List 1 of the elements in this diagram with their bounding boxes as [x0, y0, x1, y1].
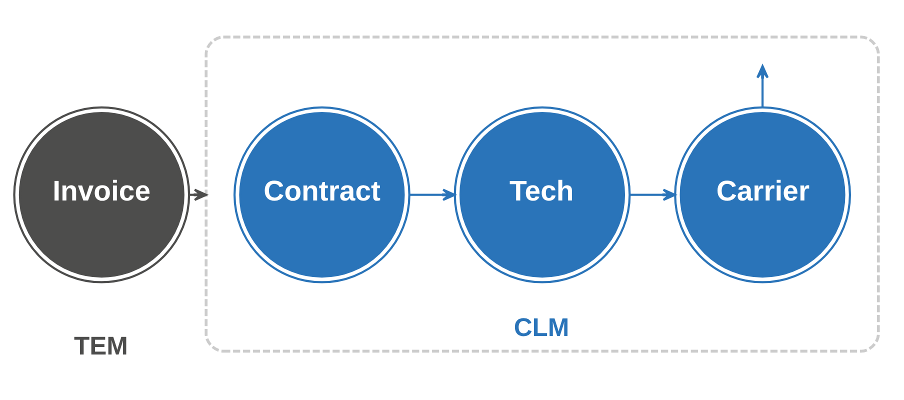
node-label: TEM	[74, 332, 128, 360]
